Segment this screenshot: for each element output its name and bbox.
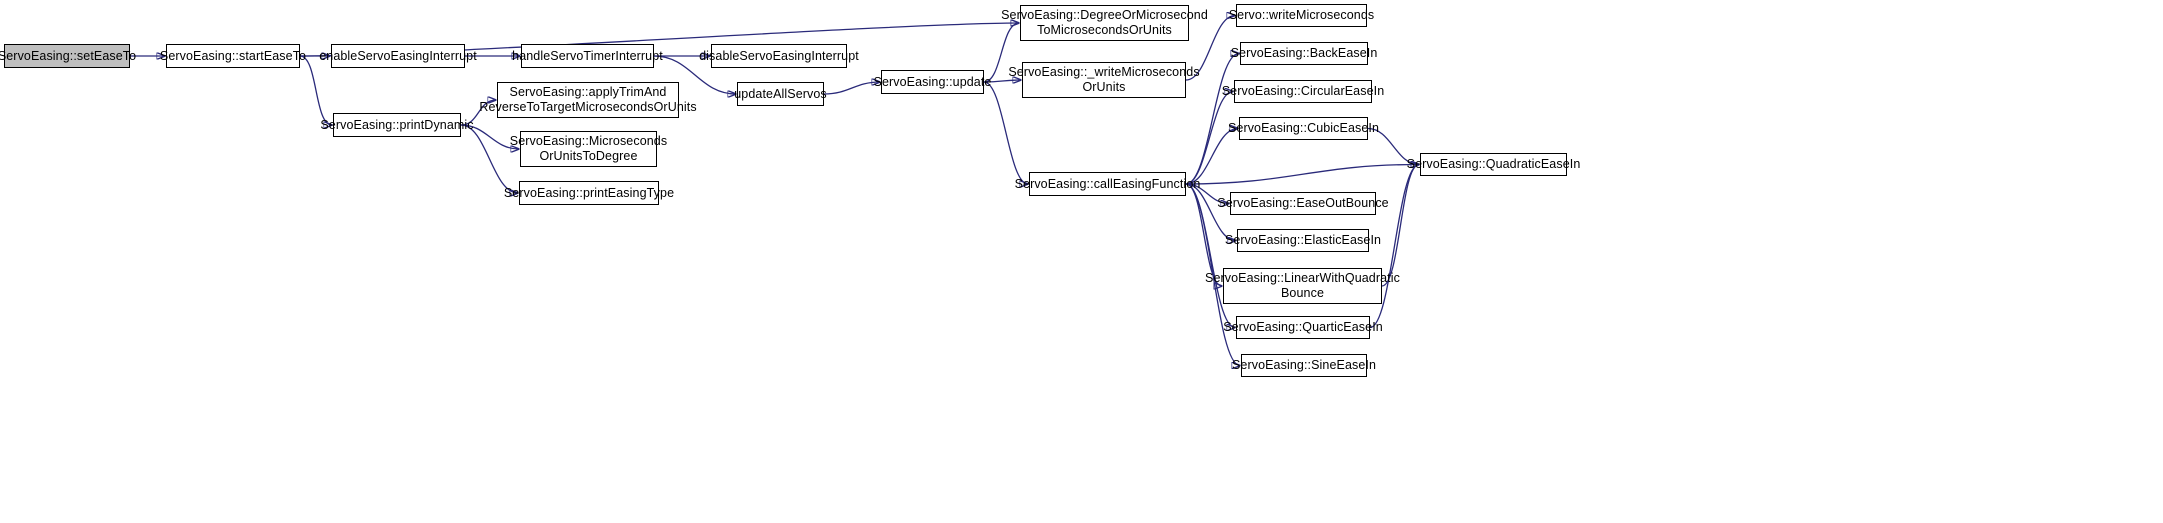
graph-node[interactable]: ServoEasing::QuadraticEaseIn [1407, 153, 1580, 176]
graph-node-label: ServoEasing::printDynamic [320, 117, 474, 132]
graph-node-label: ServoEasing::SineEaseIn [1231, 358, 1377, 373]
graph-edge [1185, 183, 1236, 241]
graph-node-label: ServoEasing::CubicEaseIn [1227, 121, 1380, 136]
graph-edge [460, 100, 496, 126]
graph-edge [1185, 183, 1240, 366]
graph-edge [1185, 16, 1235, 81]
graph-node[interactable]: ServoEasing::applyTrimAnd ReverseToTarge… [479, 82, 697, 118]
graph-node-label: ServoEasing::Microseconds OrUnitsToDegre… [509, 134, 668, 163]
graph-edge [299, 55, 332, 125]
graph-edge [1381, 165, 1419, 287]
graph-edge [653, 55, 736, 94]
graph-edge [983, 23, 1019, 83]
graph-node-label: ServoEasing::setEaseTo [0, 48, 137, 63]
graph-node-label: ServoEasing::QuarticEaseIn [1223, 320, 1383, 335]
graph-node[interactable]: ServoEasing::Microseconds OrUnitsToDegre… [510, 131, 667, 167]
graph-node-label: Servo::writeMicroseconds [1228, 8, 1375, 23]
graph-node[interactable]: ServoEasing::QuarticEaseIn [1223, 316, 1383, 339]
graph-node-label: ServoEasing::startEaseTo [159, 48, 307, 63]
graph-node[interactable]: Servo::writeMicroseconds [1229, 4, 1374, 27]
graph-node-label: updateAllServos [734, 86, 827, 101]
graph-node[interactable]: ServoEasing::ElasticEaseIn [1225, 229, 1381, 252]
graph-edge [823, 82, 880, 95]
graph-node[interactable]: ServoEasing::printEasingType [504, 181, 674, 205]
graph-edge [1369, 165, 1419, 329]
graph-edge [1185, 92, 1233, 185]
graph-node[interactable]: ServoEasing::CircularEaseIn [1222, 80, 1384, 103]
graph-node[interactable]: updateAllServos [734, 82, 827, 106]
graph-node-label: ServoEasing::QuadraticEaseIn [1406, 157, 1581, 172]
graph-edge [983, 81, 1028, 184]
graph-edge [1185, 129, 1238, 185]
graph-node[interactable]: ServoEasing::EaseOutBounce [1217, 192, 1389, 215]
graph-edge [983, 80, 1021, 82]
graph-node[interactable]: handleServoTimerInterrupt [512, 44, 663, 68]
graph-node[interactable]: enableServoEasingInterrupt [319, 44, 477, 68]
graph-node[interactable]: ServoEasing::startEaseTo [160, 44, 306, 68]
graph-edge [460, 124, 519, 149]
graph-node-label: ServoEasing::callEasingFunction [1014, 176, 1201, 191]
graph-node-label: ServoEasing::_writeMicroseconds OrUnits [1008, 65, 1200, 94]
graph-node-label: ServoEasing::printEasingType [503, 185, 675, 200]
graph-node[interactable]: ServoEasing::LinearWithQuadratic Bounce [1205, 268, 1400, 304]
graph-edge [1185, 165, 1419, 185]
graph-edge [460, 124, 518, 193]
graph-node-label: disableServoEasingInterrupt [699, 48, 859, 63]
graph-node[interactable]: disableServoEasingInterrupt [699, 44, 859, 68]
graph-node-label: ServoEasing::ElasticEaseIn [1224, 233, 1382, 248]
graph-node[interactable]: ServoEasing::setEaseTo [0, 44, 136, 68]
graph-node[interactable]: ServoEasing::callEasingFunction [1015, 172, 1200, 196]
graph-node[interactable]: ServoEasing::DegreeOrMicrosecond ToMicro… [1001, 5, 1208, 41]
graph-node-label: ServoEasing::update [873, 74, 992, 89]
graph-node-label: enableServoEasingInterrupt [319, 48, 477, 63]
graph-node-label: ServoEasing::CircularEaseIn [1221, 84, 1385, 99]
graph-node-label: ServoEasing::applyTrimAnd ReverseToTarge… [479, 85, 697, 114]
graph-node-label: ServoEasing::DegreeOrMicrosecond ToMicro… [1001, 8, 1208, 37]
graph-node[interactable]: ServoEasing::SineEaseIn [1232, 354, 1376, 377]
graph-node-label: ServoEasing::LinearWithQuadratic Bounce [1205, 271, 1400, 300]
graph-node[interactable]: ServoEasing::BackEaseIn [1231, 42, 1377, 65]
graph-node[interactable]: ServoEasing::CubicEaseIn [1228, 117, 1379, 140]
graph-node[interactable]: ServoEasing::printDynamic [320, 113, 474, 137]
graph-node[interactable]: ServoEasing::update [874, 70, 991, 94]
graph-node[interactable]: ServoEasing::_writeMicroseconds OrUnits [1008, 62, 1200, 98]
graph-node-label: handleServoTimerInterrupt [512, 48, 663, 63]
graph-node-label: ServoEasing::EaseOutBounce [1217, 196, 1389, 211]
graph-node-label: ServoEasing::BackEaseIn [1230, 46, 1378, 61]
